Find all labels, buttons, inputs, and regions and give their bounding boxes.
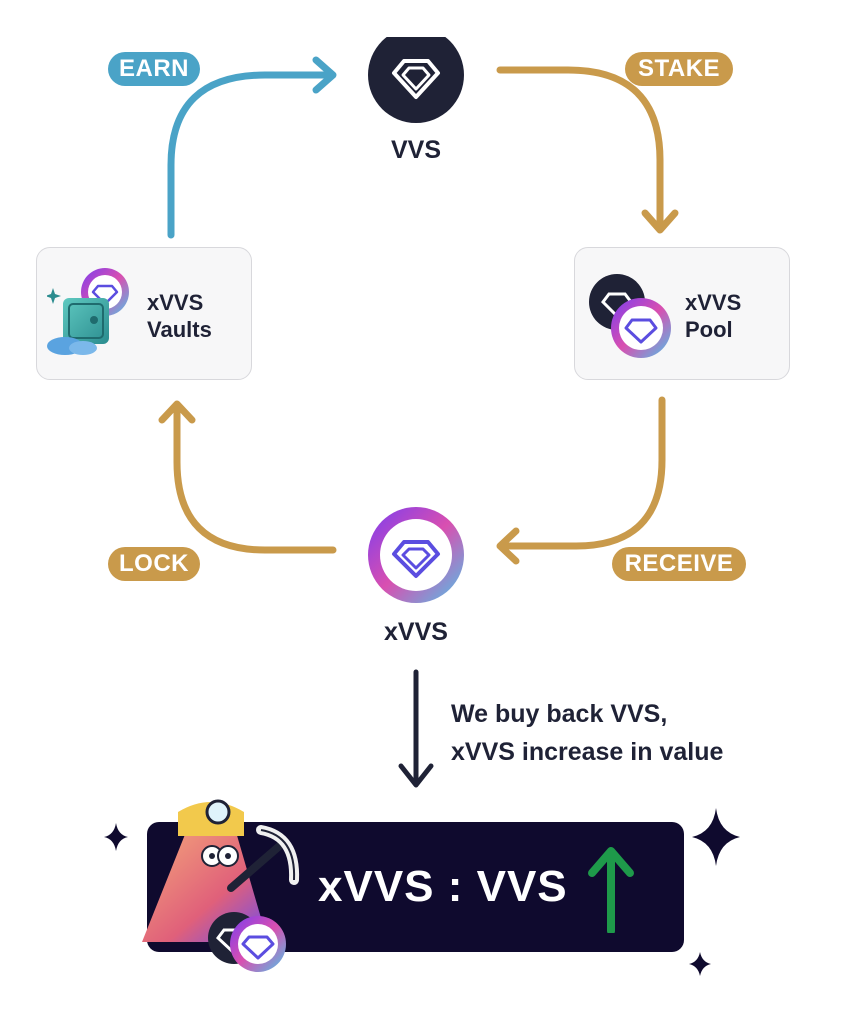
sparkle-icon	[104, 823, 128, 851]
stake-label: STAKE	[625, 52, 733, 86]
up-arrow-icon	[586, 845, 636, 938]
xvvs-node-label: xVVS	[384, 618, 448, 646]
pool-label-line2: Pool	[685, 317, 733, 342]
lock-arrow	[173, 406, 337, 554]
pool-tokens-icon	[585, 272, 675, 367]
vvs-token-icon	[368, 37, 464, 128]
vault-icon	[45, 268, 137, 365]
xvvs-pool-card: xVVS Pool	[574, 247, 790, 380]
stake-arrow	[496, 66, 664, 226]
sparkle-icon	[689, 952, 711, 976]
vaults-label-line2: Vaults	[147, 317, 212, 342]
buyback-note-line2: xVVS increase in value	[451, 738, 724, 766]
ratio-text: xVVS : VVS	[318, 862, 568, 911]
receive-label: RECEIVE	[612, 547, 746, 581]
vvs-node-label: VVS	[390, 136, 442, 164]
pool-label-line1: xVVS	[685, 290, 742, 315]
lock-label: LOCK	[108, 547, 200, 581]
sparkle-icon	[692, 808, 740, 866]
earn-label: EARN	[108, 52, 200, 86]
vaults-label-line1: xVVS	[147, 290, 204, 315]
receive-arrow	[502, 396, 666, 550]
xvvs-token-icon	[367, 506, 465, 609]
xvvs-vaults-card: xVVS Vaults	[36, 247, 252, 380]
buyback-note-line1: We buy back VVS,	[451, 700, 668, 728]
earn-arrow	[167, 71, 329, 239]
miner-mascot-icon	[136, 792, 306, 981]
